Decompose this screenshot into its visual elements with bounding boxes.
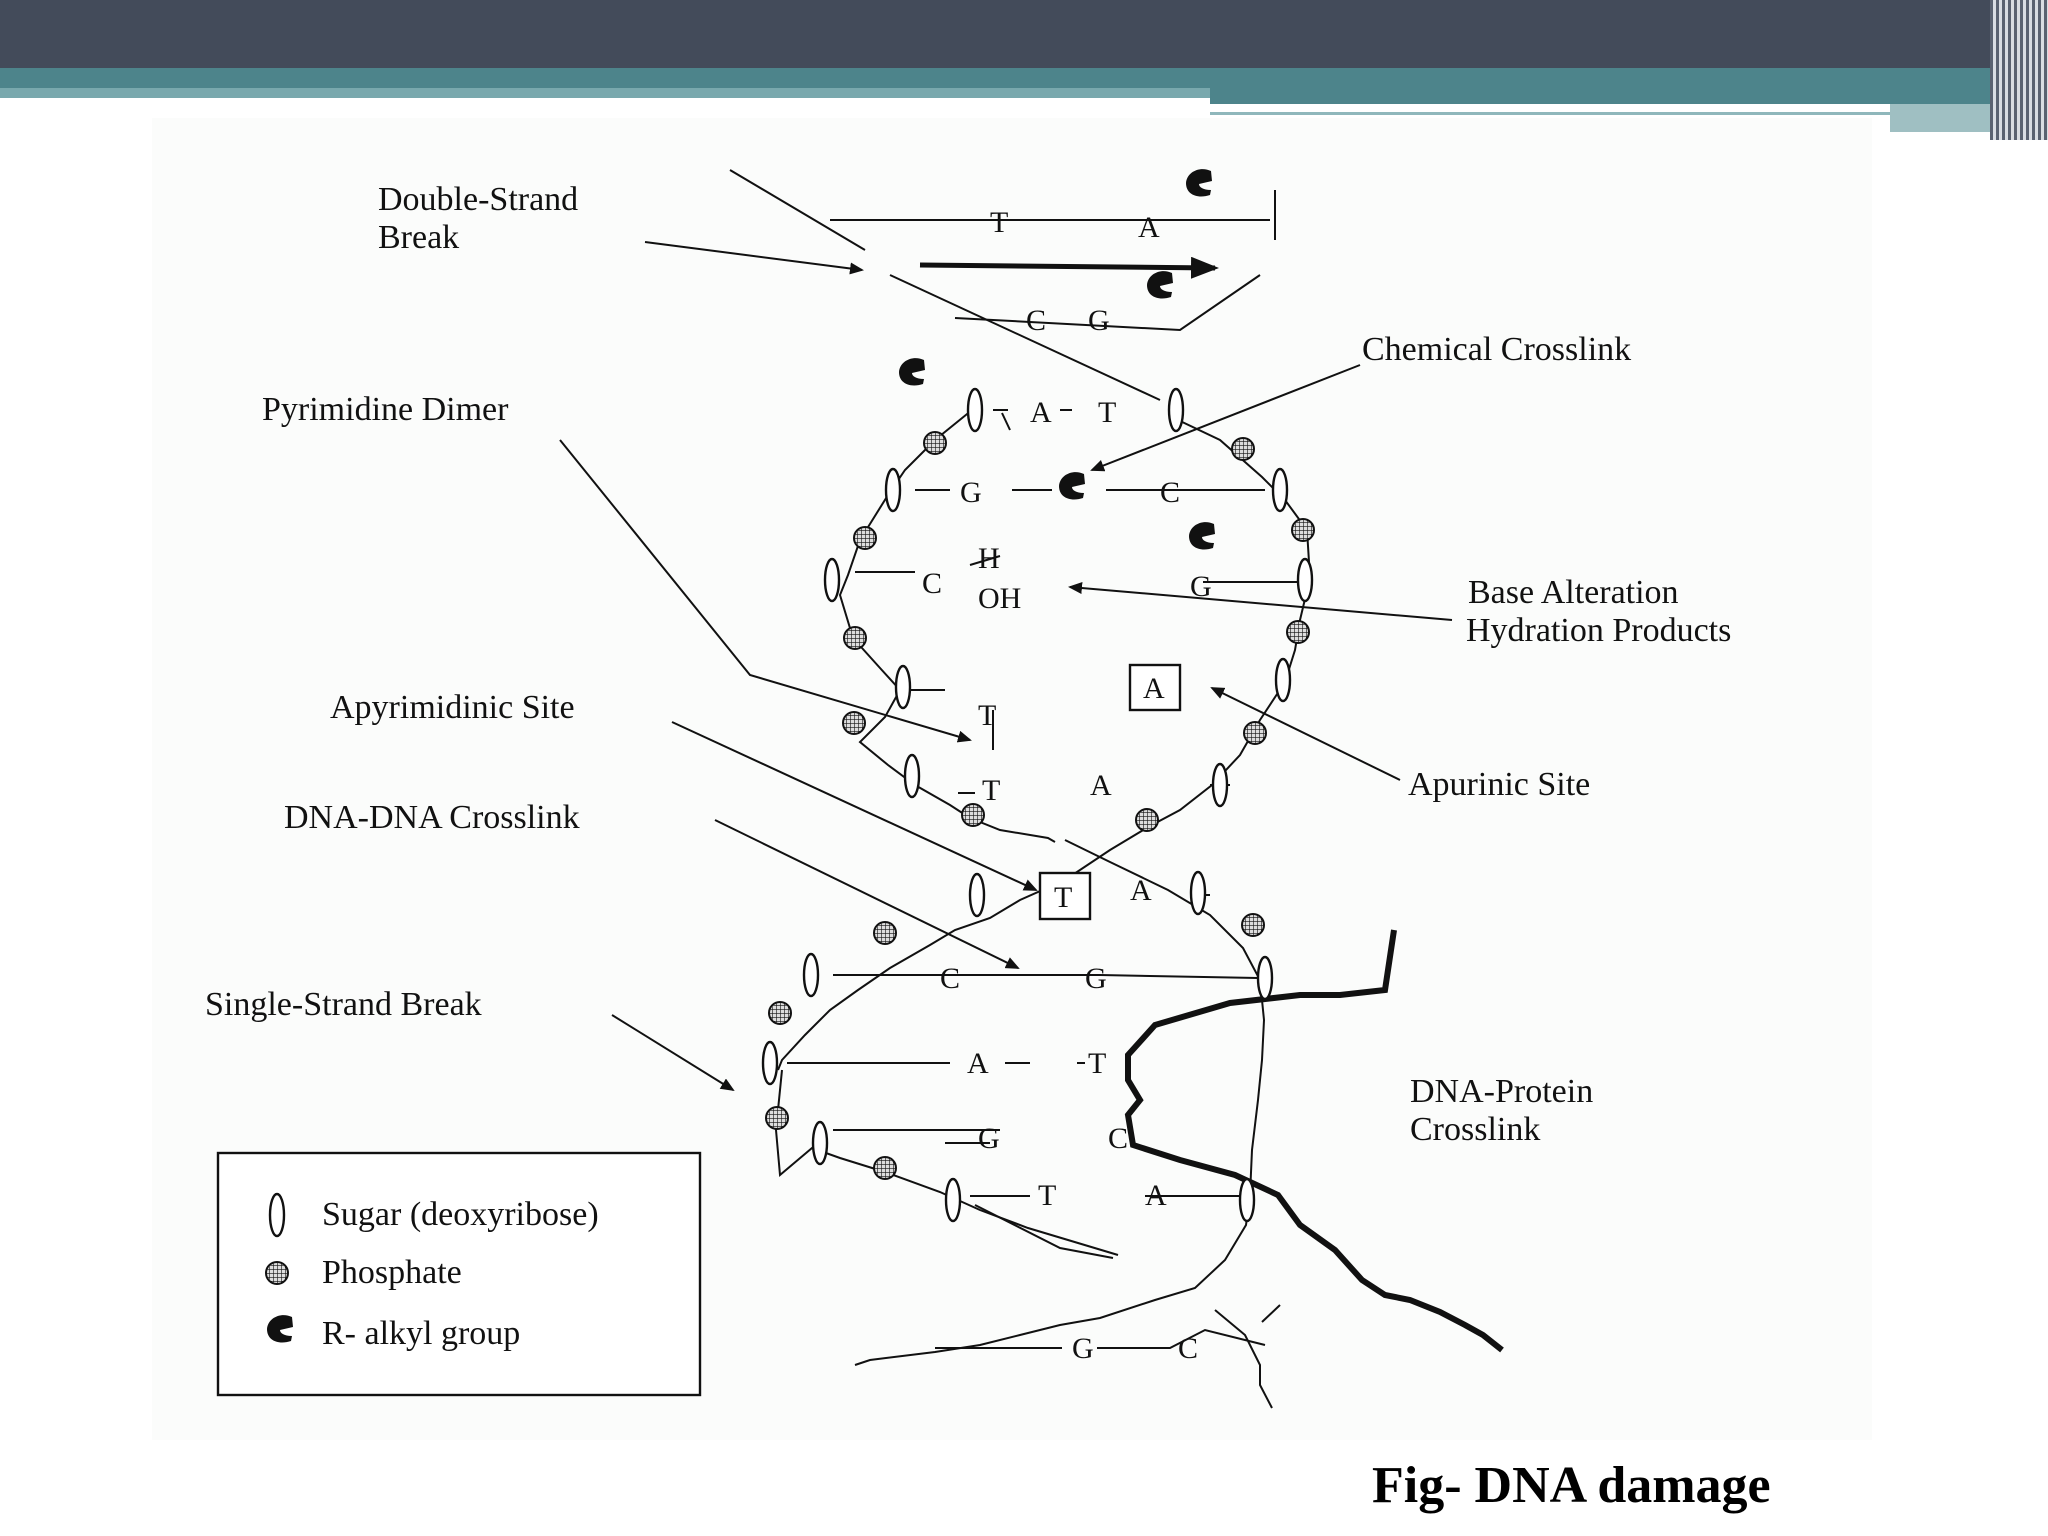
label-apyrimidinic-site: Apyrimidinic Site xyxy=(330,689,575,726)
base-a-5: A xyxy=(1130,874,1152,907)
base-g-6: G xyxy=(1085,962,1107,995)
arrow-dna-dna-crosslink xyxy=(714,819,1020,969)
damage-labels: Double-Strand Break Chemical Crosslink P… xyxy=(205,181,1731,1148)
legend-alkyl-label: R- alkyl group xyxy=(322,1315,520,1352)
base-a-apurinic: A xyxy=(1143,672,1165,705)
slide-accent-bar xyxy=(0,68,1210,88)
base-c-6: C xyxy=(940,962,960,995)
label-base-alteration: Base Alteration xyxy=(1468,574,1679,611)
sugar-units xyxy=(761,387,1314,1223)
base-a-9: A xyxy=(1145,1179,1167,1212)
base-t-9: T xyxy=(1038,1179,1056,1212)
arrow-pyrimidine-dimer xyxy=(559,439,972,743)
label-double-strand-break-2: Break xyxy=(378,219,459,256)
arrow-single-strand-break xyxy=(611,1014,735,1092)
arrow-apyrimidinic-site xyxy=(671,721,1038,891)
base-g-8: G xyxy=(978,1122,1000,1155)
label-pyrimidine-dimer: Pyrimidine Dimer xyxy=(262,391,509,428)
base-a-top: A xyxy=(1138,211,1160,244)
slide-accent-bar-right xyxy=(1210,68,1995,104)
protein-strand xyxy=(1124,929,1504,1353)
hydration-h: H xyxy=(978,542,1000,575)
legend-phosphate-label: Phosphate xyxy=(322,1254,462,1291)
label-single-strand-break: Single-Strand Break xyxy=(205,986,482,1023)
base-g-2: G xyxy=(960,476,982,509)
label-dna-protein-crosslink-2: Crosslink xyxy=(1410,1111,1540,1148)
slide-accent-bar-thin xyxy=(0,88,1210,98)
legend-sugar-label: Sugar (deoxyribose) xyxy=(322,1196,599,1233)
base-a-7: A xyxy=(967,1047,989,1080)
label-hydration-products: Hydration Products xyxy=(1466,612,1731,649)
base-a-4: A xyxy=(1090,769,1112,802)
arrow-base-alteration xyxy=(1068,582,1453,621)
apyrimidinic-site-box xyxy=(1038,871,1092,921)
legend-sugar-icon xyxy=(268,1192,286,1238)
label-dna-protein-crosslink: DNA-Protein xyxy=(1410,1073,1593,1110)
base-t-dimer-2: T xyxy=(982,774,1000,807)
base-t-7: T xyxy=(1088,1047,1106,1080)
base-c-8: C xyxy=(1108,1122,1128,1155)
slide-corner-stripes xyxy=(1990,0,2048,140)
base-t-top: T xyxy=(990,206,1008,239)
arrow-chemical-crosslink xyxy=(1090,364,1361,472)
arrow-double-strand-break xyxy=(644,241,864,275)
base-letters: T A C G A T G C C H OH G A T T A T A C G… xyxy=(922,206,1212,1365)
legend-phosphate-icon xyxy=(265,1261,289,1285)
base-t-apyrimidinic: T xyxy=(1054,881,1072,914)
phosphate-units xyxy=(765,431,1315,1180)
slide-top-bar xyxy=(0,0,2048,68)
base-g-alkylated: G xyxy=(1190,570,1212,603)
slide-corner-block xyxy=(1890,104,1995,132)
base-c-hydrated: C xyxy=(922,567,942,600)
label-double-strand-break: Double-Strand xyxy=(378,181,578,218)
hydration-oh: OH xyxy=(978,582,1021,615)
apurinic-site-box xyxy=(1128,663,1182,712)
base-g-bottom: G xyxy=(1072,1332,1094,1365)
legend-box xyxy=(216,1151,702,1397)
label-chemical-crosslink: Chemical Crosslink xyxy=(1362,331,1631,368)
slide-accent-line xyxy=(1210,112,1895,115)
base-a-1: A xyxy=(1030,396,1052,429)
base-c-bottom: C xyxy=(1178,1332,1198,1365)
arrow-double-strand-break-bold xyxy=(919,256,1219,279)
base-g-top: G xyxy=(1088,304,1110,337)
label-dna-dna-crosslink: DNA-DNA Crosslink xyxy=(284,799,580,836)
base-t-dimer-1: T xyxy=(978,699,996,732)
arrow-apurinic-site xyxy=(1210,687,1401,781)
base-t-1: T xyxy=(1098,396,1116,429)
base-c-top: C xyxy=(1026,304,1046,337)
legend: Sugar (deoxyribose) Phosphate R- alkyl g… xyxy=(216,1151,702,1397)
figure-caption: Fig- DNA damage xyxy=(1372,1457,1771,1514)
base-c-2: C xyxy=(1160,476,1180,509)
annotation-arrows xyxy=(559,241,1453,1092)
label-apurinic-site: Apurinic Site xyxy=(1408,766,1590,803)
